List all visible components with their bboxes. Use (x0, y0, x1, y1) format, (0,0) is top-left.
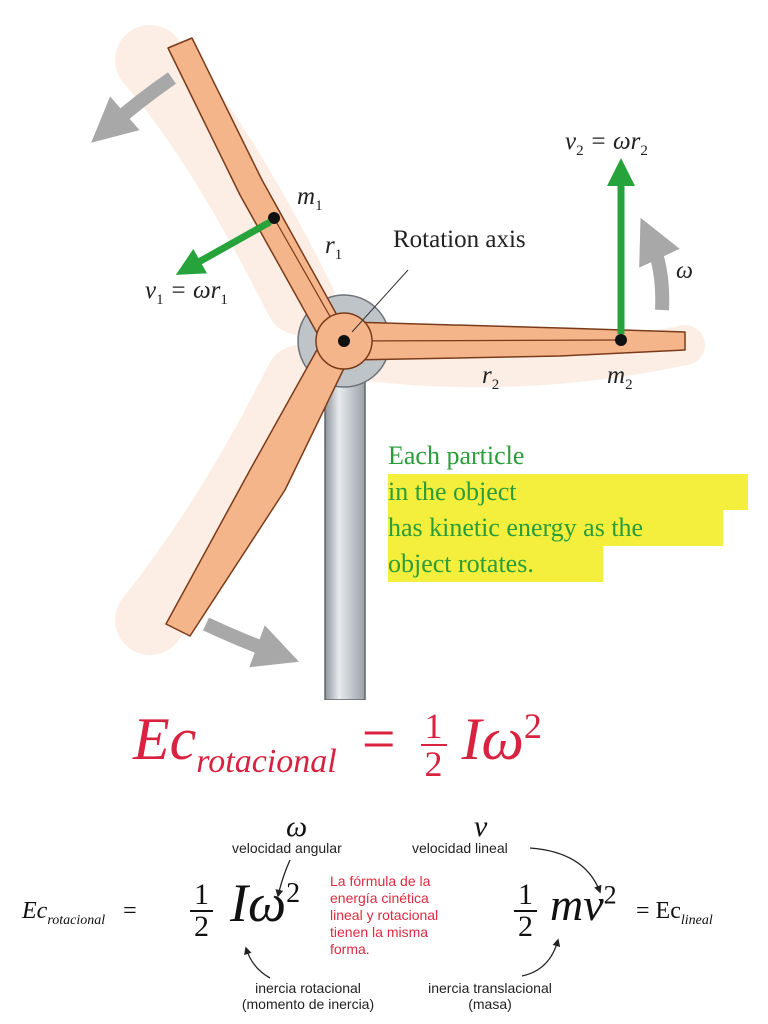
annotation-arrows (244, 847, 602, 979)
m1-label: m1 (297, 183, 323, 214)
comparison-note: La fórmula de la energía cinética lineal… (330, 873, 439, 957)
particle-m1 (268, 212, 280, 224)
omega-symbol: ω (286, 810, 308, 843)
velocidad-lineal-label: velocidad lineal (412, 840, 508, 856)
wind-turbine-diagram (91, 25, 705, 700)
v1-arrow (175, 218, 272, 275)
rotation-arrow-right (639, 217, 680, 311)
v2-equation: v2 = ωr2 (565, 128, 648, 159)
r1-label: r1 (325, 232, 343, 263)
blades (165, 37, 686, 637)
rotation-axis-label: Rotation axis (393, 226, 526, 253)
comparison-I-omega: Iω2 (230, 873, 301, 933)
r2-line (343, 339, 622, 342)
inercia-rotacional-label: inercia rotacional (momento de inercia) (241, 980, 375, 1012)
axis-dot (338, 335, 350, 347)
note-line-3: object rotates. (388, 546, 603, 582)
kinetic-energy-note: Each particle in the object has kinetic … (388, 438, 748, 582)
arrow-inercia-rotacional (244, 946, 271, 979)
r2-label: r2 (482, 362, 500, 393)
v1-equation: v1 = ωr1 (145, 277, 228, 308)
rotation-axis-leader (351, 269, 409, 333)
velocidad-angular-label: velocidad angular (232, 840, 342, 856)
m2-label: m2 (607, 362, 633, 393)
arrow-velocidad-lineal (529, 847, 602, 894)
rotation-arrow-top (91, 72, 176, 143)
inercia-translacional-label: inercia translacional (masa) (428, 980, 552, 1012)
omega-label: ω (676, 258, 693, 284)
particle-m2 (615, 334, 627, 346)
note-line-1: Each particle in the object (388, 438, 748, 510)
note-line-2: has kinetic energy as the (388, 510, 723, 546)
arrow-velocidad-angular (275, 859, 291, 898)
comparison-right-ec: = Eclineal (636, 898, 713, 928)
v-symbol: v (474, 810, 488, 843)
tower (324, 339, 366, 700)
rotation-arrow-bottom (203, 617, 300, 668)
arrow-inercia-translacional (521, 938, 561, 977)
comparison-left-ec: Ecrotacional = (22, 898, 137, 928)
